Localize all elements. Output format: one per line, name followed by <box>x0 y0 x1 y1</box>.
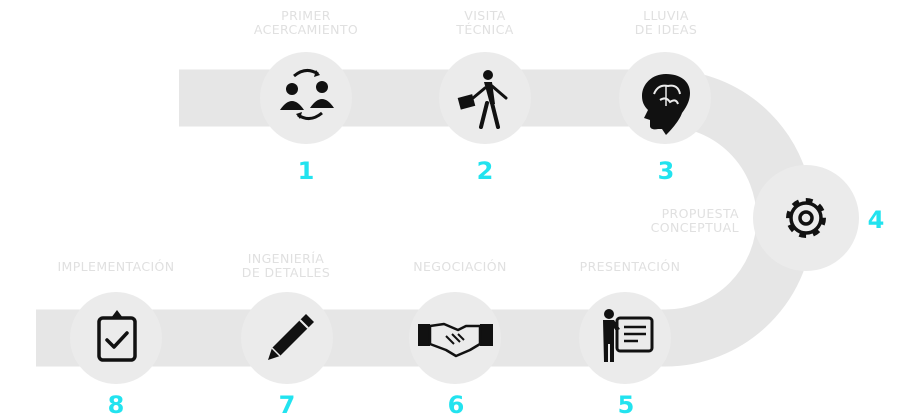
presenter-board-icon <box>603 309 654 362</box>
people-exchange-icon <box>280 69 334 120</box>
handshake-icon <box>418 322 493 358</box>
step-label-6: NEGOCIACIÓN <box>413 259 507 274</box>
step-node-5 <box>579 292 671 384</box>
step-label-5: PRESENTACIÓN <box>579 259 681 274</box>
clipboard-check-icon <box>97 310 137 362</box>
step-number-6: 6 <box>447 391 465 419</box>
step-label-8: IMPLEMENTACIÓN <box>57 259 175 274</box>
step-number-5: 5 <box>617 391 635 419</box>
step-node-2 <box>439 52 531 144</box>
step-node-8 <box>70 292 162 384</box>
step-node-4 <box>753 165 859 271</box>
gear-icon <box>786 198 826 238</box>
head-brain-icon <box>642 74 690 135</box>
pencil-icon <box>268 314 314 360</box>
step-number-4: 4 <box>867 206 885 234</box>
step-number-8: 8 <box>107 391 125 419</box>
step-number-7: 7 <box>278 391 296 419</box>
step-number-1: 1 <box>297 157 315 185</box>
step-node-6 <box>409 292 501 384</box>
step-node-7 <box>241 292 333 384</box>
step-number-3: 3 <box>657 157 675 185</box>
step-node-1 <box>260 52 352 144</box>
step-number-2: 2 <box>476 157 494 185</box>
walking-businessman-icon <box>457 70 508 129</box>
step-node-3 <box>619 52 711 144</box>
